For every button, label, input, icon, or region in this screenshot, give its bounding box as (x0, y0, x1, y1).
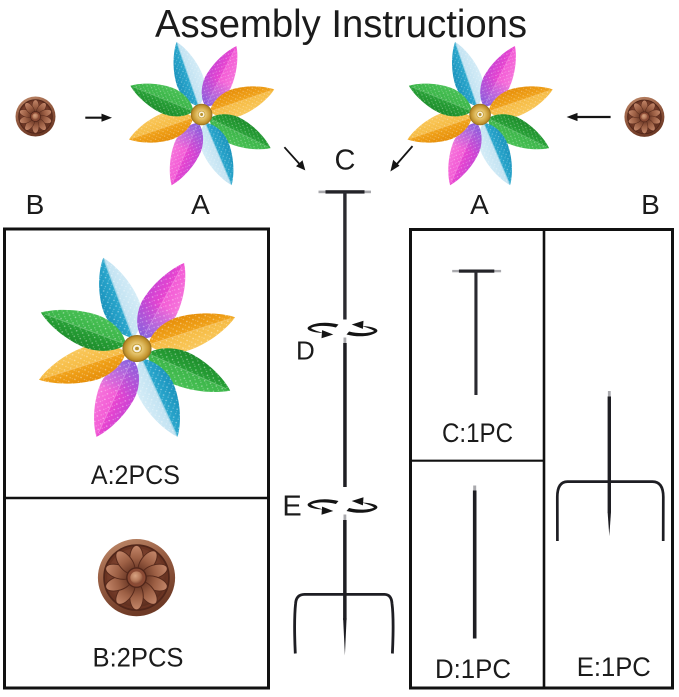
svg-text:D:1PC: D:1PC (435, 654, 511, 684)
svg-text:E: E (282, 491, 301, 523)
svg-text:A: A (191, 189, 210, 220)
svg-text:C: C (335, 145, 356, 177)
svg-text:Assembly Instructions: Assembly Instructions (155, 3, 527, 46)
svg-text:D: D (296, 336, 315, 366)
svg-text:E:1PC: E:1PC (577, 652, 651, 682)
svg-text:B:2PCS: B:2PCS (93, 643, 184, 673)
svg-text:C:1PC: C:1PC (442, 418, 513, 448)
svg-text:B: B (641, 189, 660, 220)
svg-text:A:2PCS: A:2PCS (91, 460, 180, 490)
svg-text:B: B (26, 189, 45, 220)
svg-text:A: A (470, 189, 489, 220)
